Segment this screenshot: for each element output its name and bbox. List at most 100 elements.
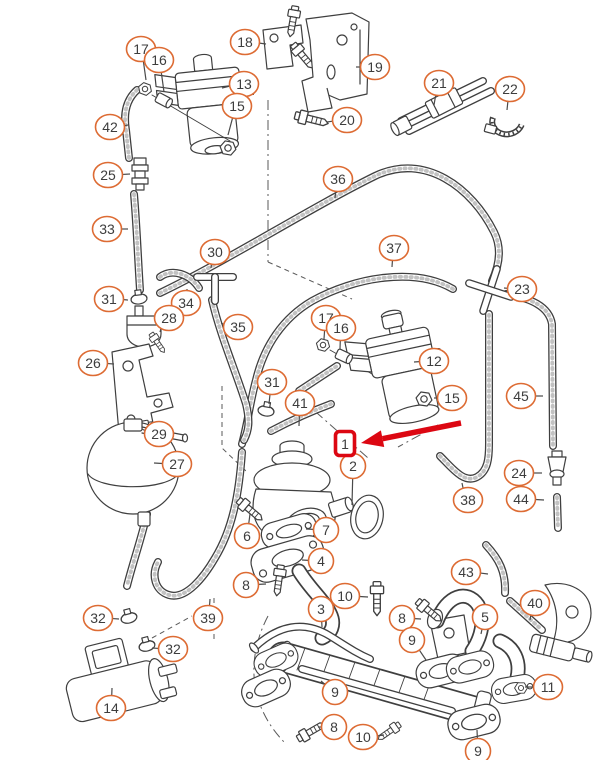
part-clamp-22	[483, 116, 525, 138]
hose-45	[506, 294, 553, 446]
svg-text:43: 43	[458, 564, 474, 580]
cooler-outlet	[500, 641, 518, 678]
part-bolt-10-top	[369, 580, 385, 617]
part-nut-11	[514, 682, 528, 694]
svg-text:16: 16	[333, 320, 349, 336]
callout-38[interactable]: 38	[452, 482, 484, 514]
svg-text:18: 18	[237, 34, 253, 50]
callout-24[interactable]: 24	[503, 459, 543, 487]
callout-16[interactable]: 16	[325, 314, 357, 350]
svg-text:35: 35	[230, 319, 246, 335]
svg-text:5: 5	[481, 609, 489, 625]
callout-42[interactable]: 42	[94, 113, 129, 141]
part-clamp-31-mid	[256, 400, 277, 418]
callout-30[interactable]: 30	[199, 238, 231, 269]
callout-15[interactable]: 15	[434, 384, 468, 412]
callout-13[interactable]: 13	[221, 70, 260, 98]
callout-8[interactable]: 8	[318, 713, 348, 741]
callout-6[interactable]: 6	[233, 513, 261, 550]
svg-text:15: 15	[444, 390, 460, 406]
callout-39[interactable]: 39	[192, 598, 224, 632]
callout-40[interactable]: 40	[519, 589, 551, 621]
callout-20[interactable]: 20	[326, 106, 363, 134]
svg-text:34: 34	[178, 295, 194, 311]
callout-15[interactable]: 15	[221, 92, 253, 136]
callout-10[interactable]: 10	[347, 723, 385, 751]
svg-text:27: 27	[169, 456, 185, 472]
part-pipe-21	[390, 81, 491, 137]
part-bushing-16-mid	[334, 348, 354, 365]
svg-text:33: 33	[99, 221, 115, 237]
callout-31[interactable]: 31	[93, 285, 129, 313]
svg-text:6: 6	[243, 528, 251, 544]
svg-text:20: 20	[339, 112, 355, 128]
right-bracket-plate	[544, 583, 592, 646]
callout-35[interactable]: 35	[220, 313, 254, 341]
callout-5[interactable]: 5	[471, 603, 499, 635]
callout-16[interactable]: 16	[143, 46, 175, 93]
callout-21[interactable]: 21	[423, 69, 455, 106]
callout-3[interactable]: 3	[307, 595, 335, 628]
callout-2[interactable]: 2	[339, 452, 367, 506]
svg-text:30: 30	[207, 244, 223, 260]
callout-8[interactable]: 8	[232, 571, 267, 599]
diagram-artwork	[65, 4, 593, 745]
callout-9[interactable]: 9	[464, 729, 492, 760]
callout-32[interactable]: 32	[151, 635, 189, 663]
svg-text:24: 24	[511, 465, 527, 481]
part-bolt-10-bottom	[374, 719, 404, 744]
svg-text:31: 31	[264, 374, 280, 390]
callout-4[interactable]: 4	[301, 547, 335, 575]
callout-8[interactable]: 8	[388, 604, 422, 632]
callout-18[interactable]: 18	[229, 28, 267, 56]
hose-44	[557, 497, 558, 528]
callout-26[interactable]: 26	[77, 349, 115, 377]
callout-28[interactable]: 28	[153, 304, 185, 333]
svg-text:19: 19	[367, 59, 383, 75]
svg-text:37: 37	[386, 240, 402, 256]
svg-text:4: 4	[317, 553, 325, 569]
svg-text:10: 10	[337, 588, 353, 604]
callout-22[interactable]: 22	[494, 75, 526, 111]
callout-36[interactable]: 36	[322, 165, 354, 199]
part-oring-2	[350, 494, 384, 540]
part-pipe-3	[248, 627, 370, 659]
callout-9[interactable]: 9	[320, 678, 349, 706]
svg-text:28: 28	[161, 310, 177, 326]
hose-33	[134, 194, 140, 290]
callout-11[interactable]: 11	[525, 673, 564, 701]
svg-text:32: 32	[165, 641, 181, 657]
svg-text:13: 13	[236, 76, 252, 92]
svg-text:29: 29	[151, 426, 167, 442]
callout-29[interactable]: 29	[141, 420, 175, 448]
svg-text:16: 16	[151, 52, 167, 68]
callout-37[interactable]: 37	[378, 234, 410, 268]
svg-text:7: 7	[322, 522, 330, 538]
svg-text:39: 39	[200, 610, 216, 626]
svg-text:42: 42	[102, 119, 118, 135]
part-bracket-19	[301, 12, 370, 113]
callout-45[interactable]: 45	[505, 382, 544, 410]
callout-43[interactable]: 43	[450, 558, 489, 586]
callout-9[interactable]: 9	[398, 626, 427, 661]
callout-14[interactable]: 14	[95, 687, 127, 722]
part-bushing-16-top	[154, 92, 174, 109]
callout-10[interactable]: 10	[329, 582, 369, 610]
callout-7[interactable]: 7	[305, 516, 340, 544]
callout-41[interactable]: 41	[284, 389, 316, 427]
svg-text:32: 32	[90, 610, 106, 626]
callout-25[interactable]: 25	[92, 161, 131, 189]
callout-19[interactable]: 19	[356, 53, 391, 81]
part-fitting-17-top	[136, 80, 154, 98]
svg-text:25: 25	[100, 167, 116, 183]
callout-27[interactable]: 27	[153, 450, 193, 478]
callout-1-highlighted[interactable]: 1	[333, 429, 357, 458]
callout-23[interactable]: 23	[503, 275, 538, 303]
svg-text:9: 9	[331, 684, 339, 700]
callout-31[interactable]: 31	[256, 368, 288, 405]
callout-32[interactable]: 32	[82, 604, 120, 632]
callout-33[interactable]: 33	[91, 215, 129, 243]
callout-12[interactable]: 12	[413, 347, 450, 375]
callout-44[interactable]: 44	[505, 485, 545, 513]
svg-text:8: 8	[330, 719, 338, 735]
